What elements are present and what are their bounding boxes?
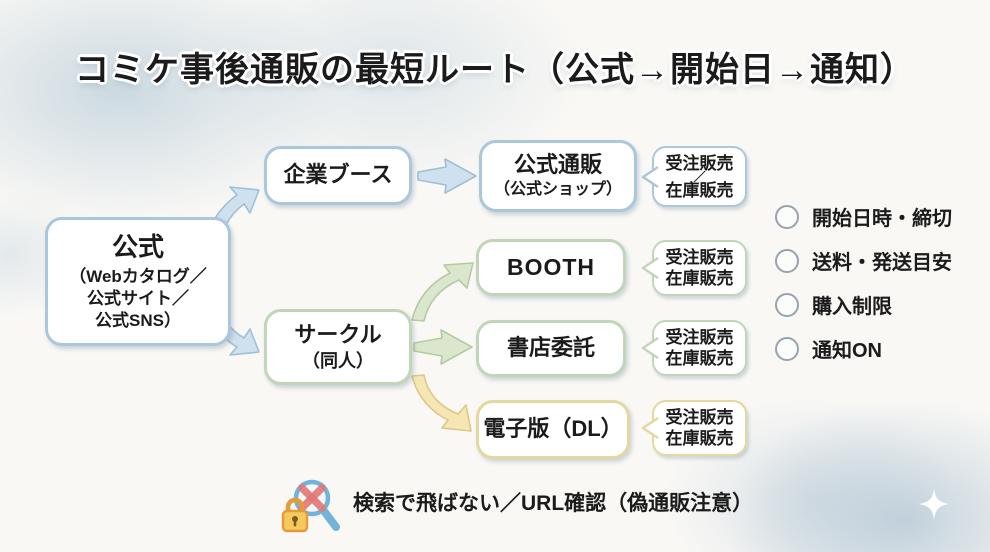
- bubble-line2: 在庫販売: [665, 429, 734, 448]
- node-bookstore-consignment: 書店委託: [476, 320, 626, 377]
- node-official-shop-subtitle: （公式ショップ）: [493, 180, 622, 198]
- bubble-tail-icon: [641, 336, 659, 360]
- checkbox-circle-icon: [775, 204, 799, 229]
- checklist-label: 通知ON: [812, 340, 882, 362]
- node-official-sub3: 公式SNS）: [95, 310, 181, 330]
- checklist-item-shipping: 送料・発送目安: [775, 247, 952, 274]
- checkbox-circle-icon: [775, 292, 799, 317]
- footer-warning-text: 検索で飛ばない／URL確認（偽通販注意）: [353, 492, 754, 515]
- checklist-item-purchase-limit: 購入制限: [775, 291, 952, 318]
- checkbox-circle-icon: [775, 248, 799, 273]
- node-official-title: 公式: [111, 231, 164, 262]
- bubble-line2: 在庫販売: [665, 349, 734, 368]
- checklist-item-notification-on: 通知ON: [775, 335, 952, 362]
- node-digital-dl: 電子版（DL）: [476, 400, 630, 459]
- bubble-line1: 受注販売: [665, 248, 734, 267]
- checkbox-circle-icon: [775, 336, 799, 361]
- bubble-line1: 受注販売: [665, 153, 734, 173]
- arrow-corporate-to-shop-icon: [417, 158, 477, 194]
- bubble-tail-icon: [641, 165, 659, 188]
- node-official-sub2: 公式サイト／: [87, 288, 189, 308]
- arrow-circle-to-bookstore-icon: [413, 329, 473, 365]
- node-circle-title: サークル: [294, 322, 382, 347]
- checklist-label: 開始日時・締切: [812, 208, 952, 230]
- bubble-tail-icon: [641, 256, 659, 280]
- bubble-sales-official-shop: 受注販売 ／ 在庫販売: [641, 146, 747, 207]
- node-booth: BOOTH: [476, 239, 626, 296]
- no-search-lock-icon: [281, 479, 340, 533]
- node-digital-label: 電子版（DL）: [483, 416, 623, 442]
- bubble-sales-booth: 受注販売 在庫販売: [641, 240, 747, 296]
- bubble-line1: 受注販売: [665, 328, 734, 347]
- node-official-shop: 公式通販 （公式ショップ）: [479, 140, 637, 212]
- node-official-shop-title: 公式通販: [513, 152, 602, 178]
- sparkle-icon: [918, 488, 950, 520]
- checklist: 開始日時・締切 送料・発送目安 購入制限 通知ON: [775, 203, 952, 362]
- bubble-tail-icon: [641, 416, 659, 440]
- checklist-item-start-date: 開始日時・締切: [775, 203, 952, 230]
- bubble-line2: 在庫販売: [665, 180, 734, 200]
- bubble-sales-digital: 受注販売 在庫販売: [641, 400, 747, 456]
- page-title: コミケ事後通販の最短ルート（公式→開始日→通知）: [75, 51, 915, 89]
- arrow-circle-to-booth-icon: [411, 262, 474, 322]
- bubble-line1: 受注販売: [665, 408, 734, 427]
- node-circle-subtitle: （同人）: [302, 350, 374, 371]
- bubble-sales-bookstore: 受注販売 在庫販売: [641, 320, 747, 376]
- node-bookstore-label: 書店委託: [506, 335, 595, 361]
- arrow-circle-to-digital-icon: [411, 374, 472, 432]
- node-corporate-booth: 企業ブース: [264, 146, 412, 205]
- checklist-label: 送料・発送目安: [812, 252, 952, 274]
- node-corporate-booth-label: 企業ブース: [283, 162, 393, 188]
- node-official-source: 公式 （Webカタログ／ 公式サイト／ 公式SNS）: [45, 217, 231, 346]
- bubble-line2: 在庫販売: [665, 269, 734, 288]
- node-circle-doujin: サークル （同人）: [264, 309, 412, 385]
- checklist-label: 購入制限: [812, 296, 892, 318]
- node-official-sub1: （Webカタログ／: [69, 266, 207, 286]
- node-booth-label: BOOTH: [506, 253, 596, 280]
